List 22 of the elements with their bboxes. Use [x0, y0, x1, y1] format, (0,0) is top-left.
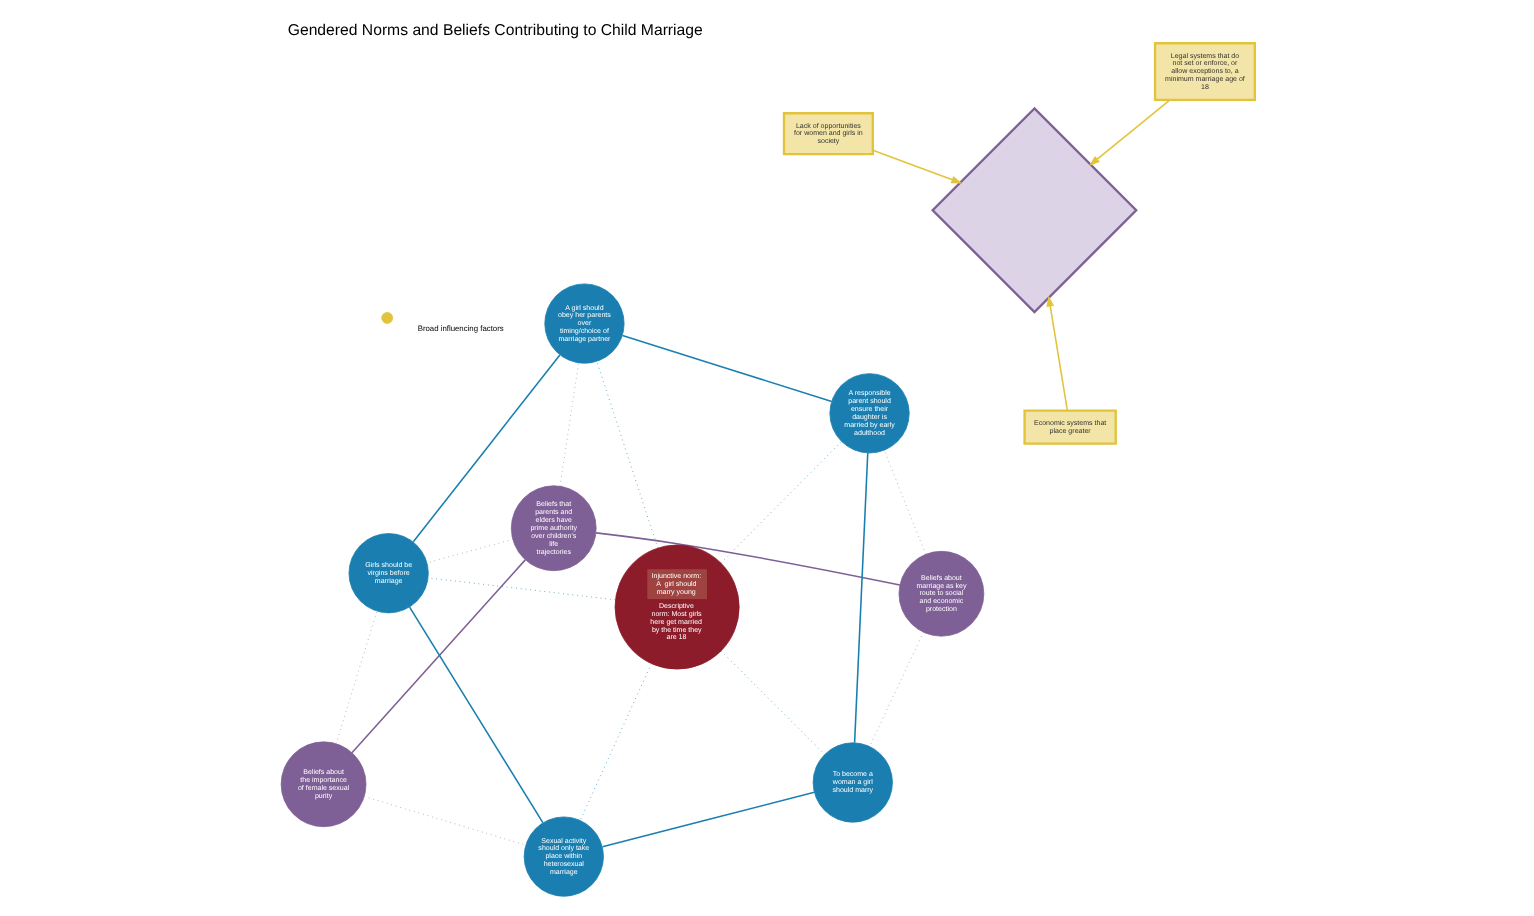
connector	[411, 354, 560, 543]
connector	[595, 360, 658, 549]
diagram-title: Gendered Norms and Beliefs Contributing to Child Marriage	[286, 21, 702, 40]
connector	[334, 610, 377, 744]
arrow	[871, 149, 962, 184]
connector	[425, 539, 513, 564]
connector	[719, 650, 824, 755]
node-diamond	[930, 106, 1137, 314]
connector	[362, 796, 526, 846]
connector	[594, 532, 900, 586]
connector	[600, 791, 815, 848]
connector	[852, 452, 868, 744]
connector	[350, 559, 526, 754]
connector	[407, 606, 543, 824]
connector	[620, 334, 832, 403]
connector	[868, 631, 923, 747]
arrow	[1045, 295, 1068, 412]
arrow	[1087, 99, 1170, 166]
connector	[882, 449, 926, 555]
connector	[558, 362, 578, 487]
connector	[719, 441, 841, 564]
connector	[578, 663, 651, 821]
